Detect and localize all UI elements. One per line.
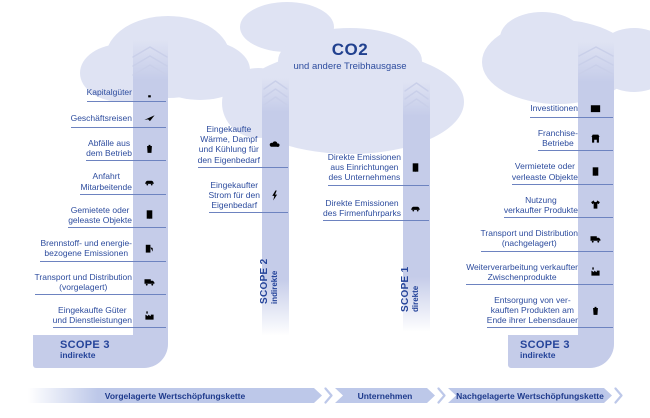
segment-label: Vorgelagerte Wertschöpfungskette	[104, 390, 246, 401]
item-label: Direkte Emissionen des Firmenfuhrparks	[323, 197, 401, 218]
segment-label: Nachgelagerte Wertschöpfungskette	[456, 390, 604, 401]
list-item: Franchise- Betriebe	[450, 128, 613, 152]
item-label: Franchise- Betriebe	[537, 128, 578, 149]
truck-icon	[132, 275, 166, 288]
scope-type: indirekte	[520, 350, 556, 361]
list-item: Geschäftsreisen	[18, 112, 166, 128]
title-co2: CO2	[331, 40, 369, 59]
list-item: Eingekaufte Wärme, Dampf und Kühlung für…	[176, 124, 288, 168]
item-label: Eingekaufte Güter und Dienstleistungen	[52, 304, 132, 326]
diagram-title: CO2 und andere Treibhausgase	[250, 40, 450, 72]
list-item: Brennstoff- und energie- bezogene Emissi…	[18, 238, 166, 262]
list-item: Direkte Emissionen des Firmenfuhrparks	[312, 198, 429, 221]
scope-name: SCOPE 1	[400, 266, 411, 312]
pillar-scope3-upstream	[133, 40, 168, 340]
item-label: Eingekaufte Wärme, Dampf und Kühlung für…	[197, 124, 260, 165]
item-label: Abfälle aus dem Betrieb	[86, 138, 132, 159]
waste-bin-icon	[578, 304, 613, 317]
building-icon	[401, 161, 429, 174]
item-label: Eingekaufter Strom für den Eigenbedarf	[208, 179, 261, 211]
car-icon	[401, 201, 429, 214]
title-subtitle: und andere Treibhausgase	[293, 61, 407, 72]
truck-icon	[578, 232, 613, 245]
scope-name: SCOPE 2	[259, 258, 270, 304]
building-icon	[578, 165, 613, 178]
building-icon	[132, 208, 166, 221]
list-item: Abfälle aus dem Betrieb	[18, 138, 166, 162]
item-label: Gemietete oder geleaste Objekte	[68, 204, 132, 225]
item-label: Geschäftsreisen	[70, 113, 132, 124]
pillar-scope1	[403, 82, 430, 332]
list-item: Vermietete oder verleaste Objekte	[450, 161, 613, 185]
upstream-item-list: Kapitalgüter Geschäftsreisen Abfälle aus…	[18, 86, 166, 329]
chevron-up-icon	[263, 80, 288, 106]
chevron-up-icon	[132, 46, 168, 76]
scope3-downstream-label: SCOPE 3 indirekte	[520, 339, 570, 360]
item-label: Entsorgung von ver- kauften Produkten am…	[486, 294, 578, 326]
list-item: Direkte Emissionen aus Einrichtungen des…	[312, 152, 429, 186]
scope2-label: SCOPE 2 indirekte	[259, 240, 290, 304]
scope-type: direkte	[410, 285, 420, 312]
scope-type: indirekte	[60, 350, 96, 361]
list-item: Transport und Distribution (vorgelagert)	[18, 272, 166, 295]
item-label: Kapitalgüter	[86, 87, 132, 98]
item-label: Anfahrt Mitarbeitende	[80, 171, 132, 192]
foot-scope3-downstream	[508, 335, 614, 368]
value-chain-downstream: Nachgelagerte Wertschöpfungskette	[448, 388, 612, 403]
chevron-up-icon	[404, 82, 429, 108]
segment-label: Unternehmen	[357, 390, 413, 401]
item-label: Transport und Distribution (nachgelagert…	[480, 228, 578, 249]
item-label: Transport und Distribution (vorgelagert)	[34, 271, 132, 292]
scope1-label: SCOPE 1 direkte	[400, 248, 431, 312]
car-icon	[132, 175, 166, 188]
scope-name: SCOPE 3	[60, 339, 110, 351]
cloud-center-lobe	[278, 28, 422, 94]
factory-icon	[578, 265, 613, 278]
item-label: Direkte Emissionen aus Einrichtungen des…	[327, 152, 401, 183]
list-item: Eingekaufter Strom für den Eigenbedarf	[176, 180, 288, 214]
tshirt-icon	[578, 198, 613, 211]
factory-icon	[132, 309, 166, 322]
cloud-right-lobe	[500, 12, 584, 64]
store-icon	[578, 132, 613, 145]
item-label: Brennstoff- und energie- bezogene Emissi…	[40, 238, 132, 259]
value-chain-company: Unternehmen	[335, 388, 435, 403]
list-item: Kapitalgüter	[18, 86, 166, 102]
scope3-upstream-label: SCOPE 3 indirekte	[60, 339, 110, 360]
item-label: Vermietete oder verleaste Objekte	[511, 161, 578, 182]
scope-name: SCOPE 3	[520, 339, 570, 351]
list-item: Transport und Distribution (nachgelagert…	[450, 228, 613, 252]
scope2-item-list: Eingekaufte Wärme, Dampf und Kühlung für…	[176, 124, 288, 214]
downstream-item-list: Investitionen Franchise- Betriebe Vermie…	[450, 102, 613, 329]
bolt-icon	[260, 189, 288, 202]
foot-scope3-upstream	[33, 335, 168, 368]
item-label: Weiterverarbeitung verkaufter Zwischenpr…	[466, 261, 578, 282]
chevron-right-icon	[614, 387, 623, 404]
scope1-item-list: Direkte Emissionen aus Einrichtungen des…	[312, 152, 429, 221]
list-item: Entsorgung von ver- kauften Produkten am…	[450, 295, 613, 329]
list-item: Eingekaufte Güter und Dienstleistungen	[18, 304, 166, 329]
chevron-right-icon	[437, 387, 446, 404]
list-item: Nutzung verkaufter Produkte	[450, 194, 613, 219]
fuel-pump-icon	[132, 242, 166, 255]
plane-icon	[132, 112, 166, 125]
chevron-up-icon	[578, 46, 614, 75]
pillar-scope2	[262, 78, 289, 336]
chart-icon	[578, 102, 613, 115]
waste-bin-icon	[132, 142, 166, 155]
list-item: Investitionen	[450, 102, 613, 118]
scope-type: indirekte	[269, 270, 279, 304]
list-item: Anfahrt Mitarbeitende	[18, 171, 166, 195]
chevron-right-icon	[324, 387, 333, 404]
pillar-scope3-downstream	[578, 42, 614, 340]
list-item: Weiterverarbeitung verkaufter Zwischenpr…	[450, 262, 613, 285]
crane-icon	[132, 86, 166, 99]
item-label: Nutzung verkaufter Produkte	[503, 194, 578, 215]
steam-icon	[260, 138, 288, 151]
item-label: Investitionen	[530, 103, 578, 114]
list-item: Gemietete oder geleaste Objekte	[18, 204, 166, 229]
value-chain-upstream: Vorgelagerte Wertschöpfungskette	[28, 388, 322, 403]
